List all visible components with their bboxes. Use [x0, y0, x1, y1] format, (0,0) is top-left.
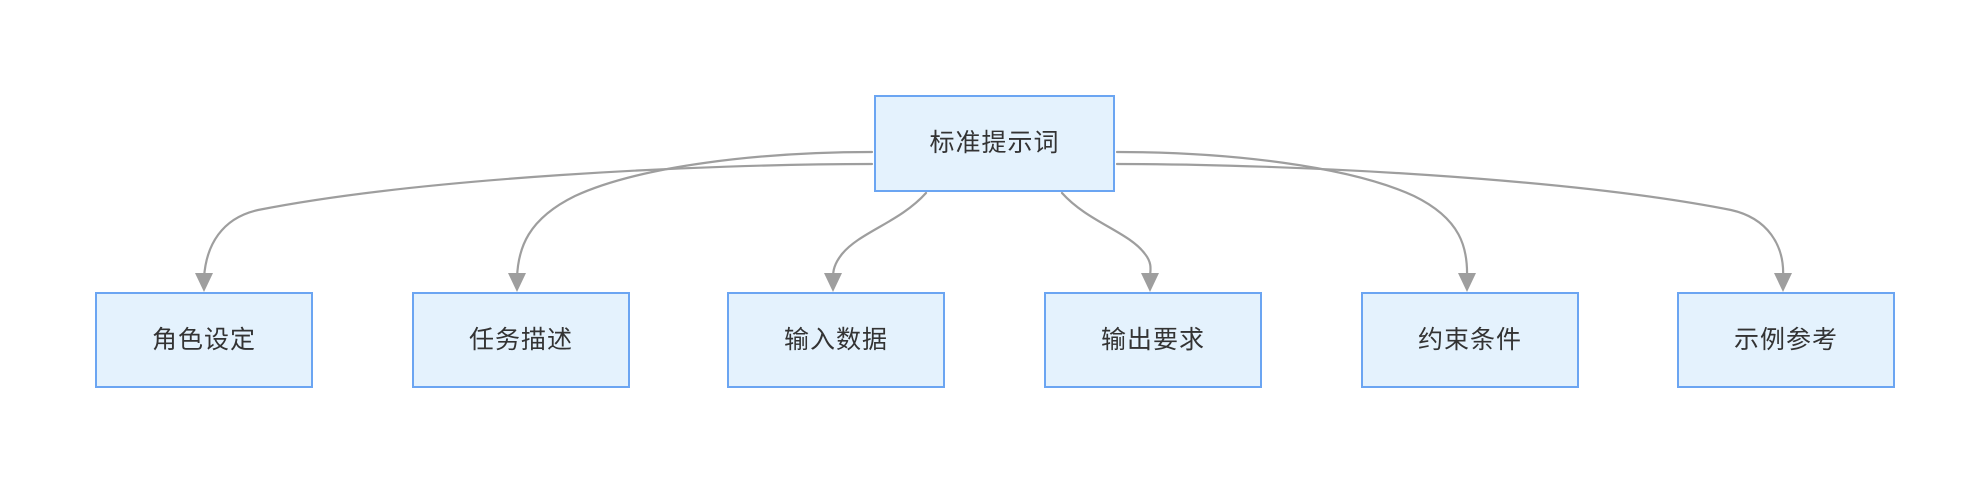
arrowhead-child-3 — [824, 273, 842, 292]
arrowhead-child-2 — [508, 273, 526, 292]
node-root-standard-prompt[interactable]: 标准提示词 — [874, 95, 1115, 192]
node-example-reference[interactable]: 示例参考 — [1677, 292, 1895, 388]
node-child-6-label: 示例参考 — [1733, 325, 1838, 354]
node-child-1-label: 角色设定 — [151, 325, 256, 354]
edge-root-to-child-3 — [831, 191, 928, 280]
node-output-requirement[interactable]: 输出要求 — [1044, 292, 1262, 388]
edge-root-to-child-1 — [202, 162, 874, 280]
edge-root-to-child-4 — [1060, 191, 1152, 280]
node-input-data[interactable]: 输入数据 — [727, 292, 945, 388]
arrowhead-child-1 — [195, 273, 213, 292]
edge-root-to-child-2 — [515, 150, 874, 280]
edge-root-to-child-5 — [1115, 150, 1469, 280]
node-child-2-label: 任务描述 — [468, 325, 573, 354]
node-child-5-label: 约束条件 — [1417, 325, 1522, 354]
node-child-3-label: 输入数据 — [783, 325, 888, 354]
node-child-4-label: 输出要求 — [1100, 325, 1205, 354]
node-task-description[interactable]: 任务描述 — [412, 292, 630, 388]
node-role-setting[interactable]: 角色设定 — [95, 292, 313, 388]
node-constraints[interactable]: 约束条件 — [1361, 292, 1579, 388]
node-root-label: 标准提示词 — [929, 129, 1060, 157]
edge-root-to-child-6 — [1115, 162, 1785, 280]
arrowhead-child-5 — [1458, 273, 1476, 292]
arrowhead-child-6 — [1774, 273, 1792, 292]
arrowhead-child-4 — [1141, 273, 1159, 292]
